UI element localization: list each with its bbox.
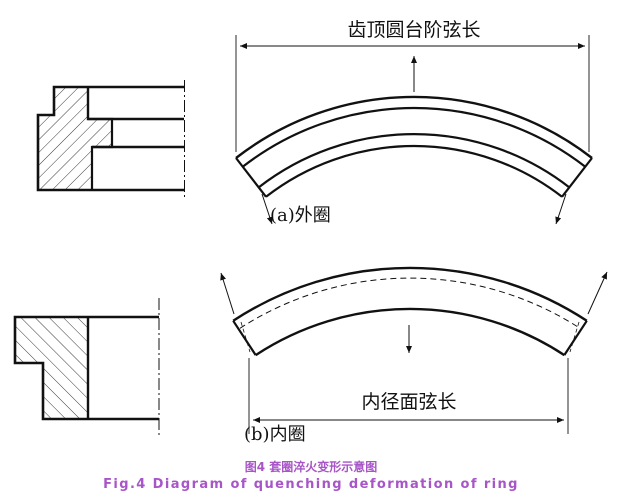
figure-caption-en: Fig.4 Diagram of quenching deformation o… bbox=[103, 477, 519, 492]
tip-step-chord-length-label: 齿顶圆台阶弦长 bbox=[347, 19, 480, 41]
figure-caption-zh: 图4 套圈淬火变形示意图 bbox=[244, 460, 378, 474]
outer-ring-cross-section bbox=[36, 80, 185, 200]
arrow-down-right-end-icon bbox=[555, 193, 567, 225]
inner-ring-deformed-arc bbox=[220, 266, 608, 357]
outer-ring-sublabel: (a)外圈 bbox=[270, 205, 331, 226]
bore-chord-length-label: 内径面弦长 bbox=[361, 391, 456, 413]
arrow-up-right-end-icon bbox=[587, 271, 608, 315]
outer-ring-deformed-arc bbox=[235, 95, 593, 225]
arrow-down-left-end-icon bbox=[261, 193, 273, 225]
outer-ring-dimension: 齿顶圆台阶弦长 bbox=[235, 19, 590, 152]
inner-ring-dimension: 内径面弦长 bbox=[248, 358, 569, 434]
inner-ring-sublabel: (b)内圈 bbox=[244, 424, 306, 445]
arrow-up-left-end-icon bbox=[220, 272, 235, 315]
inner-ring-cross-section bbox=[13, 298, 160, 435]
